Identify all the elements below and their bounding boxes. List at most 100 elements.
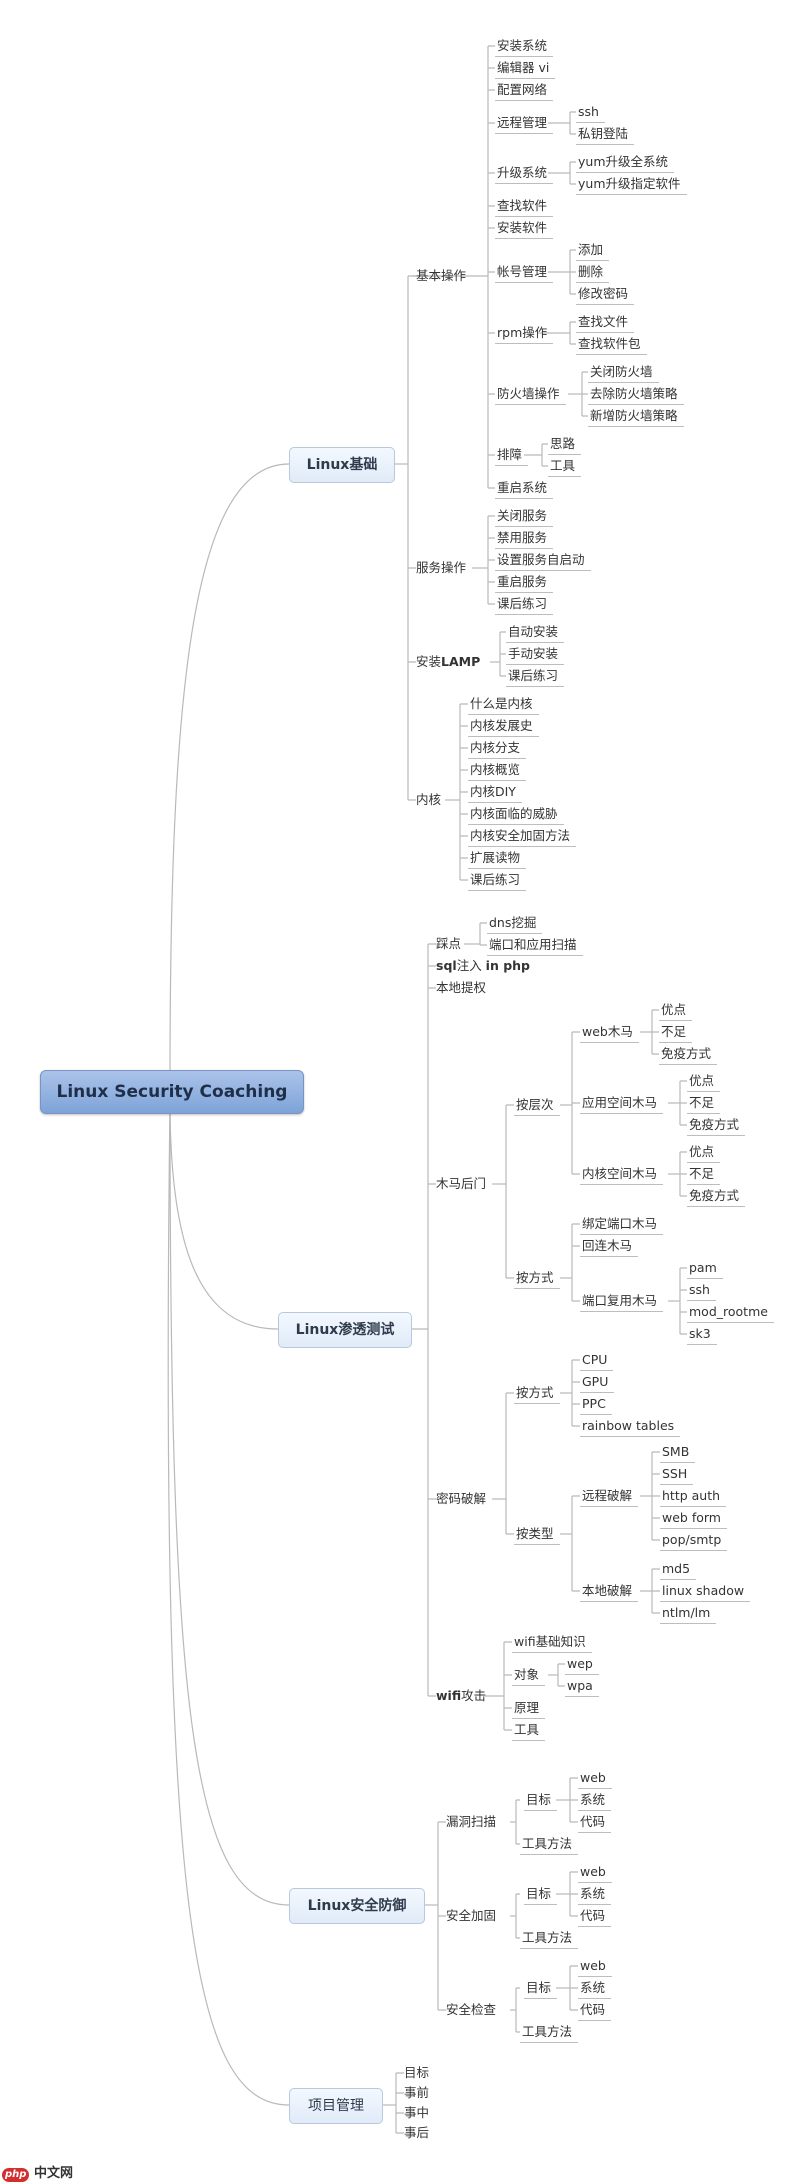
node-editor-vi[interactable]: 编辑器 vi [495,60,556,79]
node-audit-code[interactable]: 代码 [578,2002,612,2021]
node-kernel-what[interactable]: 什么是内核 [468,696,539,715]
node-harden-target[interactable]: 目标 [524,1886,558,1905]
node-ssh[interactable]: ssh [576,104,605,123]
node-trojan-by-method[interactable]: 按方式 [514,1270,560,1289]
node-app-trojan-con[interactable]: 不足 [687,1095,721,1114]
node-harden-web[interactable]: web [578,1864,612,1883]
node-upgrade-system[interactable]: 升级系统 [495,165,554,184]
node-wep[interactable]: wep [565,1656,599,1675]
node-kernel-trojan-con[interactable]: 不足 [687,1166,721,1185]
node-cpu[interactable]: CPU [580,1352,614,1371]
node-bind-port-trojan[interactable]: 绑定端口木马 [580,1216,664,1235]
node-wifi-tools[interactable]: 工具 [512,1722,546,1741]
node-ppc[interactable]: PPC [580,1396,612,1415]
node-harden-tools[interactable]: 工具方法 [520,1930,579,1949]
node-lamp-auto[interactable]: 自动安装 [506,624,565,643]
node-web-trojan-con[interactable]: 不足 [659,1024,693,1043]
node-vuln-web[interactable]: web [578,1770,612,1789]
node-kernel-exercise[interactable]: 课后练习 [468,872,527,891]
node-vuln-system[interactable]: 系统 [578,1792,612,1811]
node-service-exercise[interactable]: 课后练习 [495,596,554,615]
node-basic-ops[interactable]: 基本操作 [416,268,467,283]
node-mod-rootme[interactable]: mod_rootme [687,1304,774,1323]
node-trojan-backdoor[interactable]: 木马后门 [436,1176,487,1191]
node-sql-injection-php[interactable]: sql注入 in php [436,958,531,973]
branch-project-mgmt[interactable]: 项目管理 [289,2088,383,2124]
node-key-login[interactable]: 私钥登陆 [576,126,635,145]
node-firewall-add-rule[interactable]: 新增防火墙策略 [588,408,684,427]
node-account-delete[interactable]: 删除 [576,264,610,283]
node-pm-goal[interactable]: 目标 [404,2065,430,2080]
node-account-add[interactable]: 添加 [576,242,610,261]
branch-linux-basics[interactable]: Linux基础 [289,447,395,483]
node-crack-by-method[interactable]: 按方式 [514,1385,560,1404]
node-kernel-trojan-pro[interactable]: 优点 [687,1144,721,1163]
node-password-cracking[interactable]: 密码破解 [436,1491,487,1506]
node-harden-code[interactable]: 代码 [578,1908,612,1927]
branch-linux-pentest[interactable]: Linux渗透测试 [278,1312,412,1348]
node-wpa[interactable]: wpa [565,1678,599,1697]
node-pop-smtp[interactable]: pop/smtp [660,1532,728,1551]
node-port-app-scan[interactable]: 端口和应用扫描 [487,937,583,956]
node-web-form[interactable]: web form [660,1510,727,1529]
node-kernel-reading[interactable]: 扩展读物 [468,850,527,869]
node-config-network[interactable]: 配置网络 [495,82,554,101]
node-rainbow-tables[interactable]: rainbow tables [580,1418,681,1437]
node-kernel-diy[interactable]: 内核DIY [468,784,522,803]
node-hardening[interactable]: 安全加固 [446,1908,497,1923]
node-local-cracking[interactable]: 本地破解 [580,1583,639,1602]
node-audit-target[interactable]: 目标 [524,1980,558,1999]
node-app-trojan[interactable]: 应用空间木马 [580,1095,664,1114]
node-wifi-target[interactable]: 对象 [512,1667,546,1686]
node-troubleshoot[interactable]: 排障 [495,447,529,466]
node-install-system[interactable]: 安装系统 [495,38,554,57]
node-troubleshoot-tool[interactable]: 工具 [548,458,582,477]
node-kernel-history[interactable]: 内核发展史 [468,718,539,737]
node-kernel-trojan-immune[interactable]: 免疫方式 [687,1188,746,1207]
node-http-auth[interactable]: http auth [660,1488,727,1507]
node-ssh-crack[interactable]: SSH [660,1466,694,1485]
node-audit-system[interactable]: 系统 [578,1980,612,1999]
node-yum-upgrade-all[interactable]: yum升级全系统 [576,154,674,173]
node-rpm-ops[interactable]: rpm操作 [495,325,554,344]
node-smb[interactable]: SMB [660,1444,696,1463]
node-vuln-target[interactable]: 目标 [524,1792,558,1811]
node-wifi-basics[interactable]: wifi基础知识 [512,1634,592,1653]
node-rpm-find-package[interactable]: 查找软件包 [576,336,647,355]
node-wifi-principle[interactable]: 原理 [512,1700,546,1719]
node-find-software[interactable]: 查找软件 [495,198,554,217]
node-web-trojan-pro[interactable]: 优点 [659,1002,693,1021]
node-kernel-hardening[interactable]: 内核安全加固方法 [468,828,577,847]
node-gpu[interactable]: GPU [580,1374,615,1393]
node-yum-upgrade-one[interactable]: yum升级指定软件 [576,176,687,195]
node-harden-system[interactable]: 系统 [578,1886,612,1905]
node-port-reuse-trojan[interactable]: 端口复用木马 [580,1293,664,1312]
node-lamp-exercise[interactable]: 课后练习 [506,668,565,687]
node-security-audit[interactable]: 安全检查 [446,2002,497,2017]
node-web-trojan[interactable]: web木马 [580,1024,639,1043]
node-reverse-trojan[interactable]: 回连木马 [580,1238,639,1257]
node-service-ops[interactable]: 服务操作 [416,560,467,575]
node-web-trojan-immune[interactable]: 免疫方式 [659,1046,718,1065]
node-wifi-attack[interactable]: wifi攻击 [436,1688,487,1703]
node-linux-shadow[interactable]: linux shadow [660,1583,751,1602]
node-troubleshoot-idea[interactable]: 思路 [548,436,582,455]
node-audit-web[interactable]: web [578,1958,612,1977]
node-vuln-scan[interactable]: 漏洞扫描 [446,1814,497,1829]
node-service-autostart[interactable]: 设置服务自启动 [495,552,591,571]
node-recon[interactable]: 踩点 [436,936,462,951]
node-app-trojan-immune[interactable]: 免疫方式 [687,1117,746,1136]
node-trojan-by-layer[interactable]: 按层次 [514,1097,560,1116]
node-install-software[interactable]: 安装软件 [495,220,554,239]
node-firewall-remove-rule[interactable]: 去除防火墙策略 [588,386,684,405]
node-lamp-manual[interactable]: 手动安装 [506,646,565,665]
node-crack-by-type[interactable]: 按类型 [514,1526,560,1545]
node-change-password[interactable]: 修改密码 [576,286,635,305]
node-pm-before[interactable]: 事前 [404,2085,430,2100]
node-ssh-backdoor[interactable]: ssh [687,1282,716,1301]
node-vuln-code[interactable]: 代码 [578,1814,612,1833]
node-stop-service[interactable]: 关闭服务 [495,508,554,527]
node-kernel-threats[interactable]: 内核面临的威胁 [468,806,564,825]
node-kernel-branches[interactable]: 内核分支 [468,740,527,759]
node-md5[interactable]: md5 [660,1561,697,1580]
